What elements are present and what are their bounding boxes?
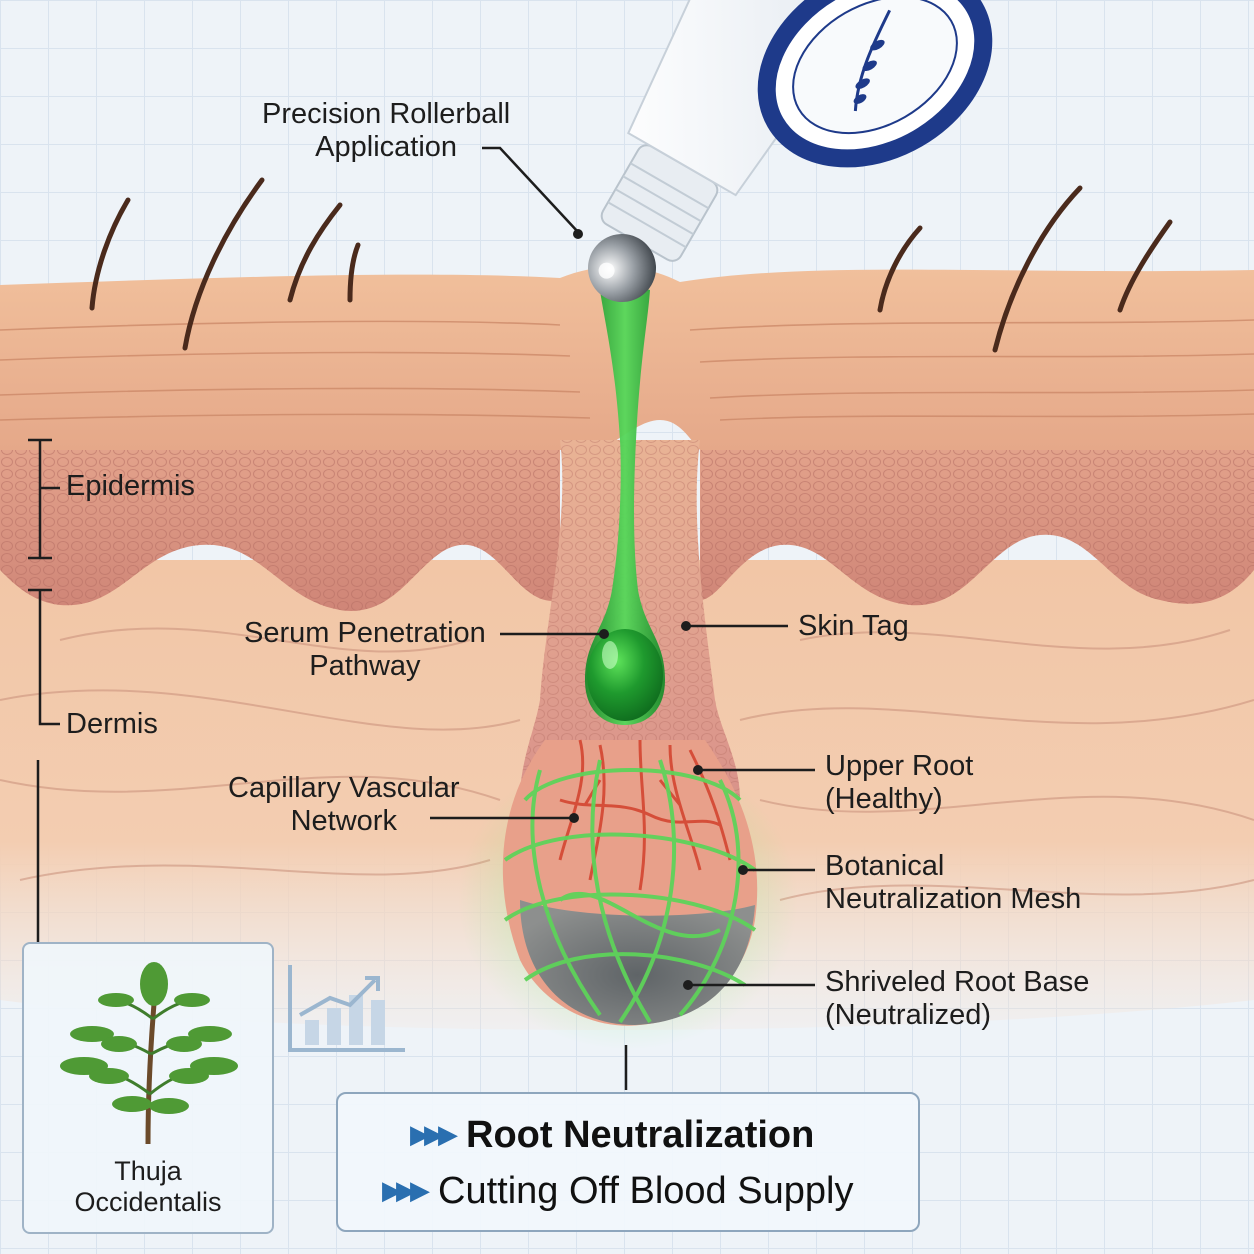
label-serum-pathway: Serum Penetration Pathway xyxy=(244,617,486,682)
summary-panel: ▶▶▶Root Neutralization ▶▶▶Cutting Off Bl… xyxy=(336,1092,920,1232)
dermis-fibers xyxy=(0,627,1254,901)
label-root-base: Shriveled Root Base (Neutralized) xyxy=(825,966,1090,1031)
serum-stream xyxy=(585,278,665,725)
bottle-badge xyxy=(757,0,993,168)
layer-brackets xyxy=(28,438,60,726)
arrow-icon: ▶▶▶ xyxy=(410,1119,458,1149)
botanical-mesh xyxy=(503,759,757,1024)
label-rollerball: Precision Rollerball Application xyxy=(262,98,511,163)
rollerball-bottle xyxy=(588,0,912,302)
plant-panel: Thuja Occidentalis xyxy=(22,942,274,1234)
plant-name: Thuja Occidentalis xyxy=(74,1156,222,1217)
label-upper-root: Upper Root (Healthy) xyxy=(825,750,974,815)
label-botanical-mesh: Botanical Neutralization Mesh xyxy=(825,850,1082,915)
thuja-plant-icon xyxy=(60,962,238,1145)
label-skin-tag: Skin Tag xyxy=(798,610,909,642)
arrow-icon: ▶▶▶ xyxy=(382,1175,430,1205)
label-dermis: Dermis xyxy=(66,708,158,740)
summary-line-2: ▶▶▶Cutting Off Blood Supply xyxy=(382,1170,854,1212)
leader-lines xyxy=(36,146,815,1090)
label-epidermis: Epidermis xyxy=(66,470,195,502)
summary-line-1: ▶▶▶Root Neutralization xyxy=(410,1114,815,1156)
chart-icon xyxy=(288,965,405,1052)
hairs xyxy=(89,177,1173,353)
serum-drop xyxy=(587,629,663,721)
label-capillary-network: Capillary Vascular Network xyxy=(228,772,460,837)
